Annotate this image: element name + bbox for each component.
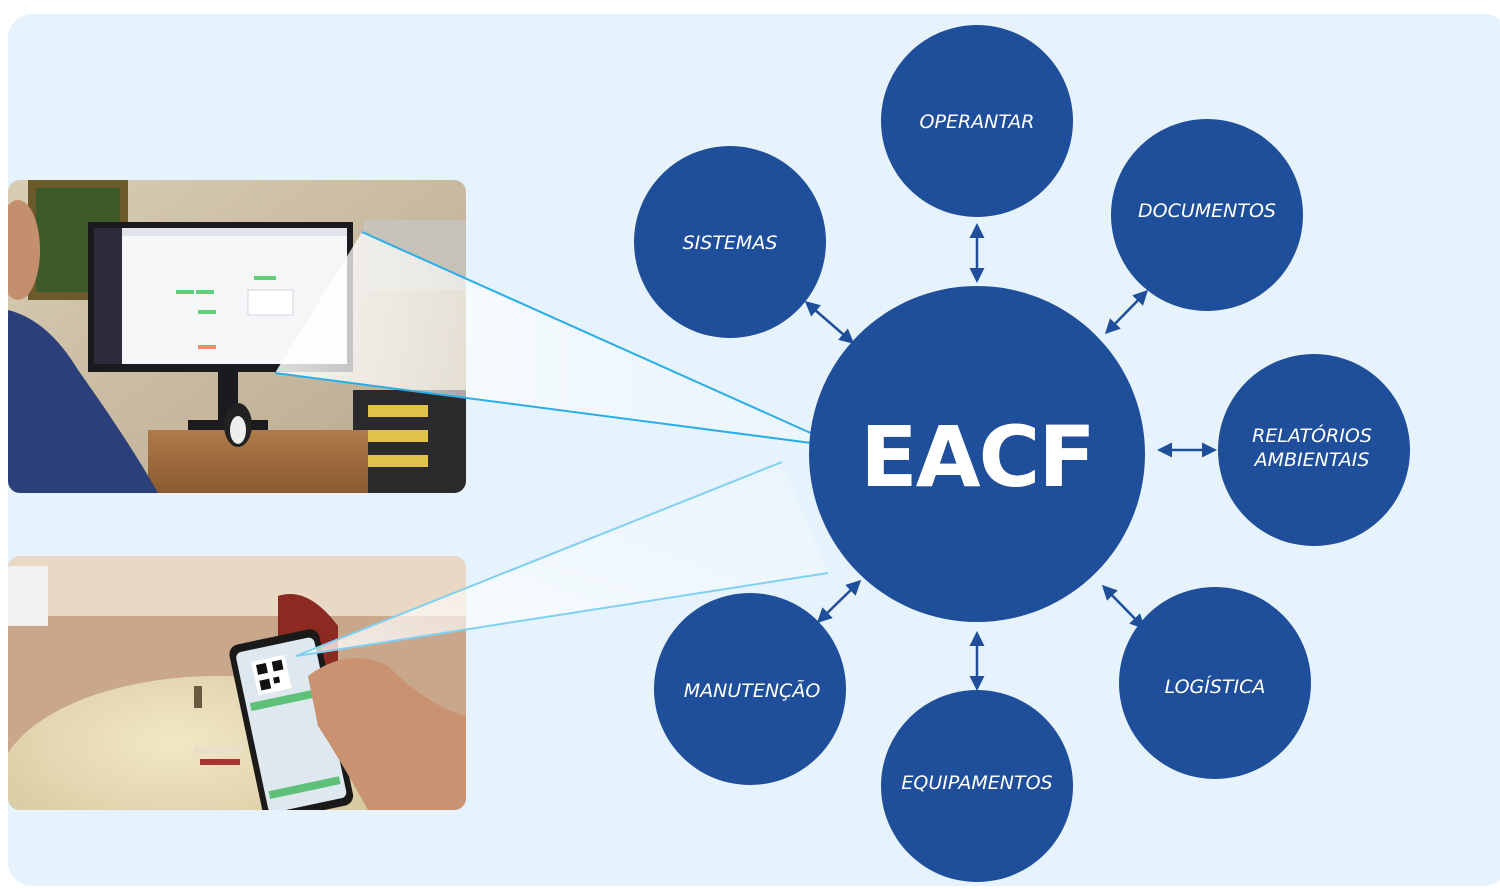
node-equipamentos: EQUIPAMENTOS — [881, 690, 1073, 882]
photo-phone-qr — [8, 556, 466, 810]
node-label-sistemas: SISTEMAS — [683, 232, 778, 254]
beam-phone — [296, 462, 828, 656]
node-label-equipamentos: EQUIPAMENTOS — [901, 772, 1052, 794]
beam-line-desk-top — [361, 231, 843, 448]
node-manutencao: MANUTENÇÃO — [654, 593, 846, 785]
node-label-logistica: LOGÍSTICA — [1165, 675, 1266, 698]
arrow-sistemas — [804, 301, 855, 344]
beam-desk — [275, 232, 842, 447]
node-label-manutencao: MANUTENÇÃO — [684, 679, 821, 702]
arrow-documentos — [1104, 289, 1149, 335]
node-sistemas: SISTEMAS — [634, 146, 826, 338]
center-node-eacf: EACF — [809, 286, 1145, 622]
beam-line-phone-bottom — [295, 572, 829, 657]
node-label-relatorios-2: AMBIENTAIS — [1253, 449, 1370, 471]
node-relatorios: RELATÓRIOS AMBIENTAIS — [1218, 354, 1410, 546]
node-label-operantar: OPERANTAR — [920, 111, 1035, 133]
node-operantar: OPERANTAR — [881, 25, 1073, 217]
center-label: EACF — [860, 408, 1093, 506]
node-logistica: LOGÍSTICA — [1119, 587, 1311, 779]
beam-line-phone-top — [295, 461, 783, 657]
node-label-documentos: DOCUMENTOS — [1138, 200, 1276, 222]
node-documentos: DOCUMENTOS — [1111, 119, 1303, 311]
arrow-manutencao — [816, 579, 862, 624]
node-label-relatorios-1: RELATÓRIOS — [1252, 423, 1372, 447]
beam-line-desk-bottom — [274, 372, 843, 448]
arrow-logistica — [1101, 584, 1146, 630]
